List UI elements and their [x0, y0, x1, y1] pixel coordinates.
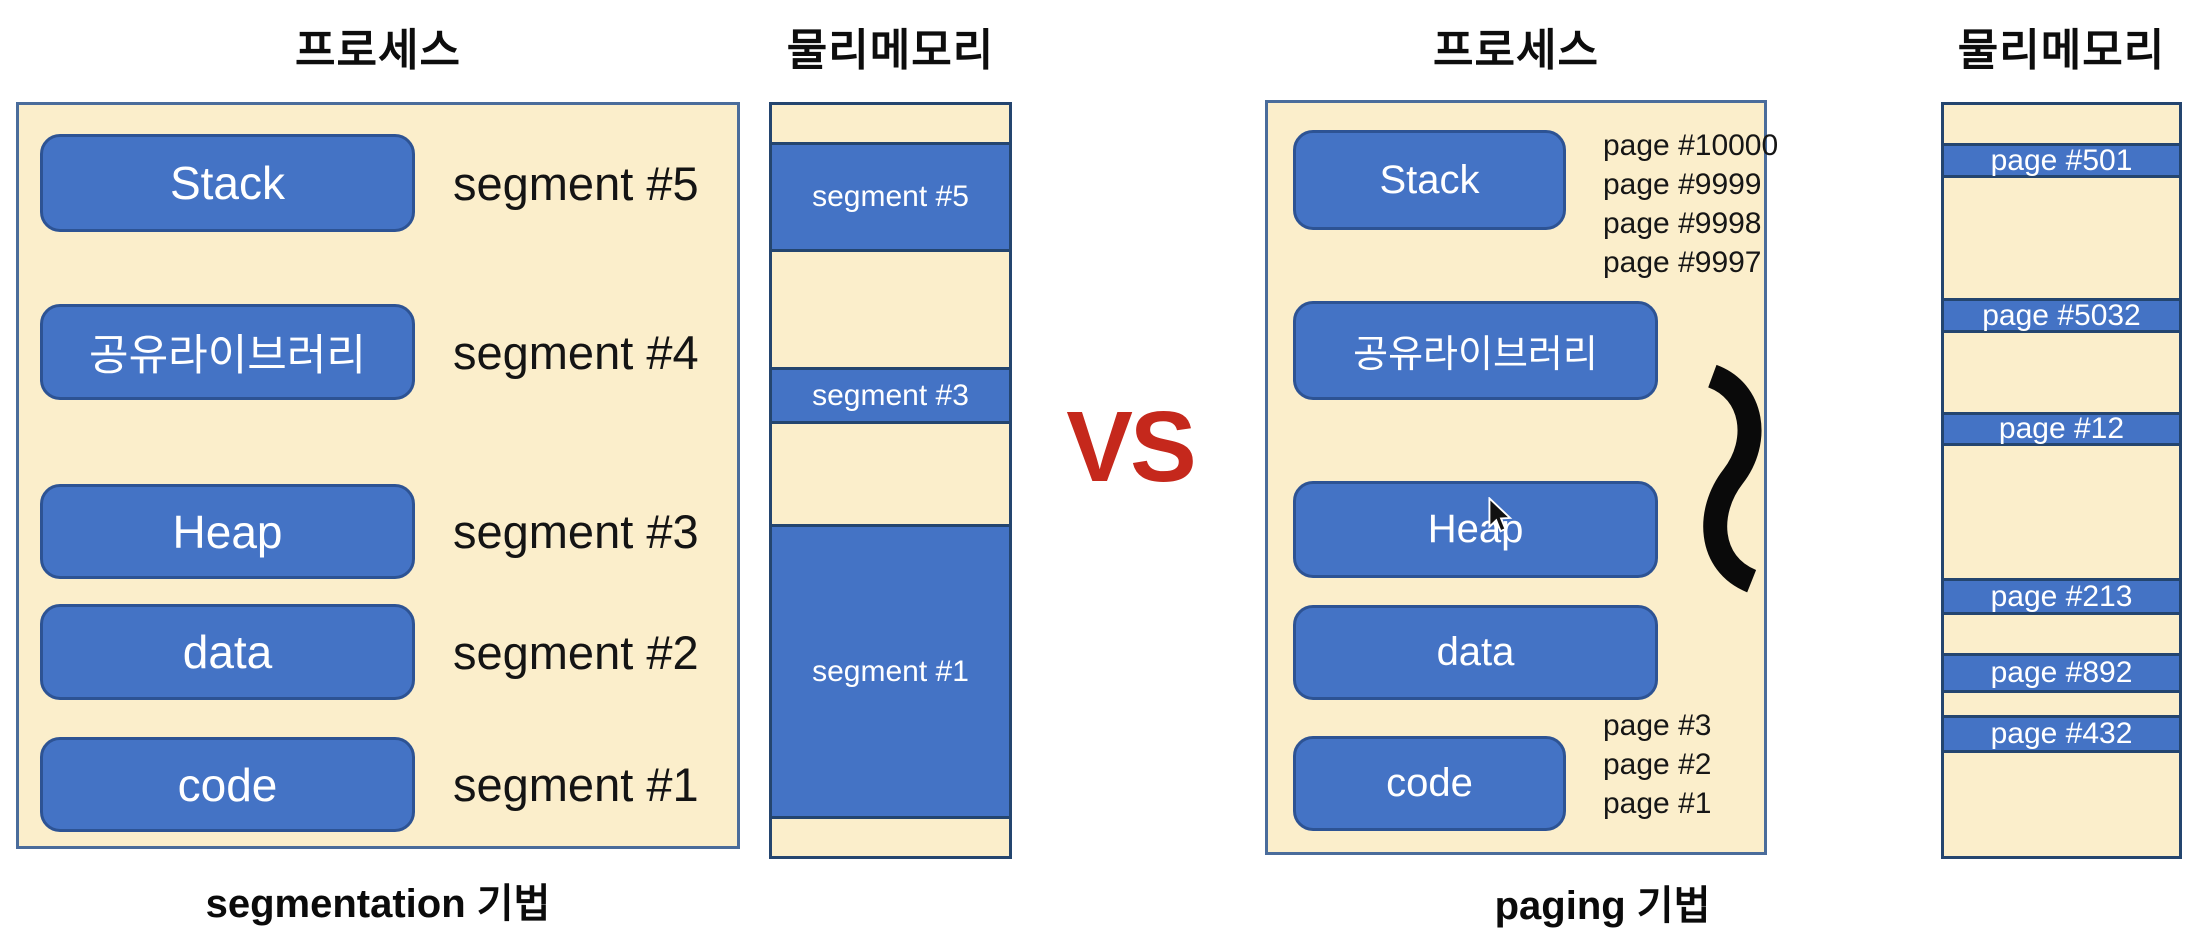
right-process-box: Stack 공유라이브러리 Heap data code page #10000…	[1265, 100, 1778, 855]
memory-page-892: page #892	[1944, 653, 2179, 693]
memory-segment-1: segment #1	[772, 524, 1009, 819]
free-space	[1944, 178, 2179, 298]
page-list-item: page #2	[1603, 748, 1712, 781]
memory-page-213: page #213	[1944, 578, 2179, 615]
paging-caption: paging 기법	[1494, 884, 1711, 928]
free-space	[1944, 333, 2179, 412]
left-memory-column: segment #5 segment #3 segment #1	[769, 102, 1012, 859]
right-heap-box: Heap	[1293, 481, 1658, 578]
segment5-annotation: segment #5	[453, 156, 699, 210]
right-code-label: code	[1386, 761, 1473, 805]
right-memory-column: page #501 page #5032 page #12 page #213 …	[1941, 102, 2182, 859]
left-shared-library-label: 공유라이브러리	[89, 332, 366, 380]
page-list-item: page #1	[1603, 787, 1712, 820]
segment2-annotation: segment #2	[453, 625, 699, 679]
ellipsis-squiggle-icon	[1703, 364, 1762, 593]
segment3-annotation: segment #3	[453, 505, 699, 558]
memory-page-12: page #12	[1944, 412, 2179, 446]
page-list-item: page #3	[1603, 709, 1712, 742]
page-list-item: page #9999	[1603, 168, 1762, 201]
memory-page-432: page #432	[1944, 715, 2179, 753]
right-data-label: data	[1436, 630, 1515, 674]
right-stack-box: Stack	[1293, 130, 1566, 230]
free-space	[1944, 105, 2179, 143]
left-memory-title: 물리메모리	[786, 26, 995, 75]
free-space	[772, 424, 1009, 524]
left-data-label: data	[182, 626, 273, 678]
right-shared-library-label: 공유라이브러리	[1353, 334, 1598, 376]
mouse-cursor-icon	[1488, 497, 1513, 533]
right-memory-title: 물리메모리	[1957, 26, 2166, 75]
right-code-box: code	[1293, 736, 1566, 831]
memory-segment-3: segment #3	[772, 367, 1009, 424]
left-shared-library-box: 공유라이브러리	[40, 304, 415, 400]
free-space	[1944, 446, 2179, 578]
segment1-annotation: segment #1	[453, 758, 699, 811]
right-process-title: 프로세스	[1433, 26, 1599, 75]
page-list-item: page #9998	[1603, 207, 1762, 240]
left-heap-label: Heap	[172, 505, 283, 558]
free-space	[772, 105, 1009, 142]
page-list-item: page #10000	[1603, 129, 1779, 162]
left-heap-box: Heap	[40, 484, 415, 579]
right-stack-label: Stack	[1379, 157, 1480, 202]
free-space	[1944, 693, 2179, 715]
memory-page-5032: page #5032	[1944, 298, 2179, 333]
left-code-label: code	[177, 758, 278, 811]
vs-label: VS	[1066, 390, 1196, 503]
memory-segment-5: segment #5	[772, 142, 1009, 252]
code-page-list: page #3 page #2 page #1	[1603, 706, 1711, 823]
left-code-box: code	[40, 737, 415, 832]
page-list-item: page #9997	[1603, 246, 1762, 279]
right-data-box: data	[1293, 605, 1658, 700]
left-stack-label: Stack	[169, 157, 286, 209]
free-space	[1944, 753, 2179, 856]
free-space	[1944, 615, 2179, 653]
left-process-box: Stack 공유라이브러리 Heap data code segment #5 …	[16, 102, 740, 849]
free-space	[772, 252, 1009, 367]
left-stack-box: Stack	[40, 134, 415, 232]
left-data-box: data	[40, 604, 415, 700]
memory-page-501: page #501	[1944, 143, 2179, 178]
right-shared-library-box: 공유라이브러리	[1293, 301, 1658, 400]
segment4-annotation: segment #4	[453, 325, 699, 379]
free-space	[772, 819, 1009, 856]
segmentation-caption: segmentation 기법	[205, 882, 551, 926]
stack-page-list: page #10000 page #9999 page #9998 page #…	[1603, 126, 1778, 282]
left-process-title: 프로세스	[295, 26, 461, 75]
